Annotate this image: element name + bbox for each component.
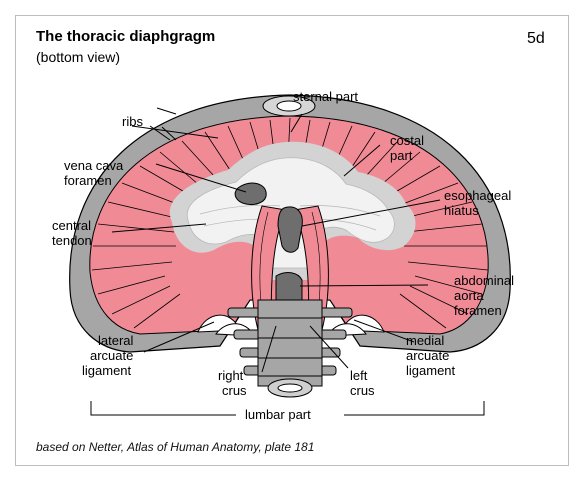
- label-right-crus: right crus: [218, 368, 247, 398]
- label-left-crus: left crus: [350, 368, 375, 398]
- label-lumbar-part: lumbar part: [245, 407, 311, 422]
- citation: based on Netter, Atlas of Human Anatomy,…: [36, 440, 314, 454]
- label-ribs: ribs: [122, 114, 143, 129]
- label-sternal-part: sternal part: [293, 89, 358, 104]
- vena-cava-foramen: [235, 183, 266, 204]
- label-central-tendon: central tendon: [52, 218, 95, 248]
- label-lateral-arcuate-ligament: lateral arcuate ligament: [82, 333, 137, 378]
- esophageal-hiatus: [278, 207, 302, 252]
